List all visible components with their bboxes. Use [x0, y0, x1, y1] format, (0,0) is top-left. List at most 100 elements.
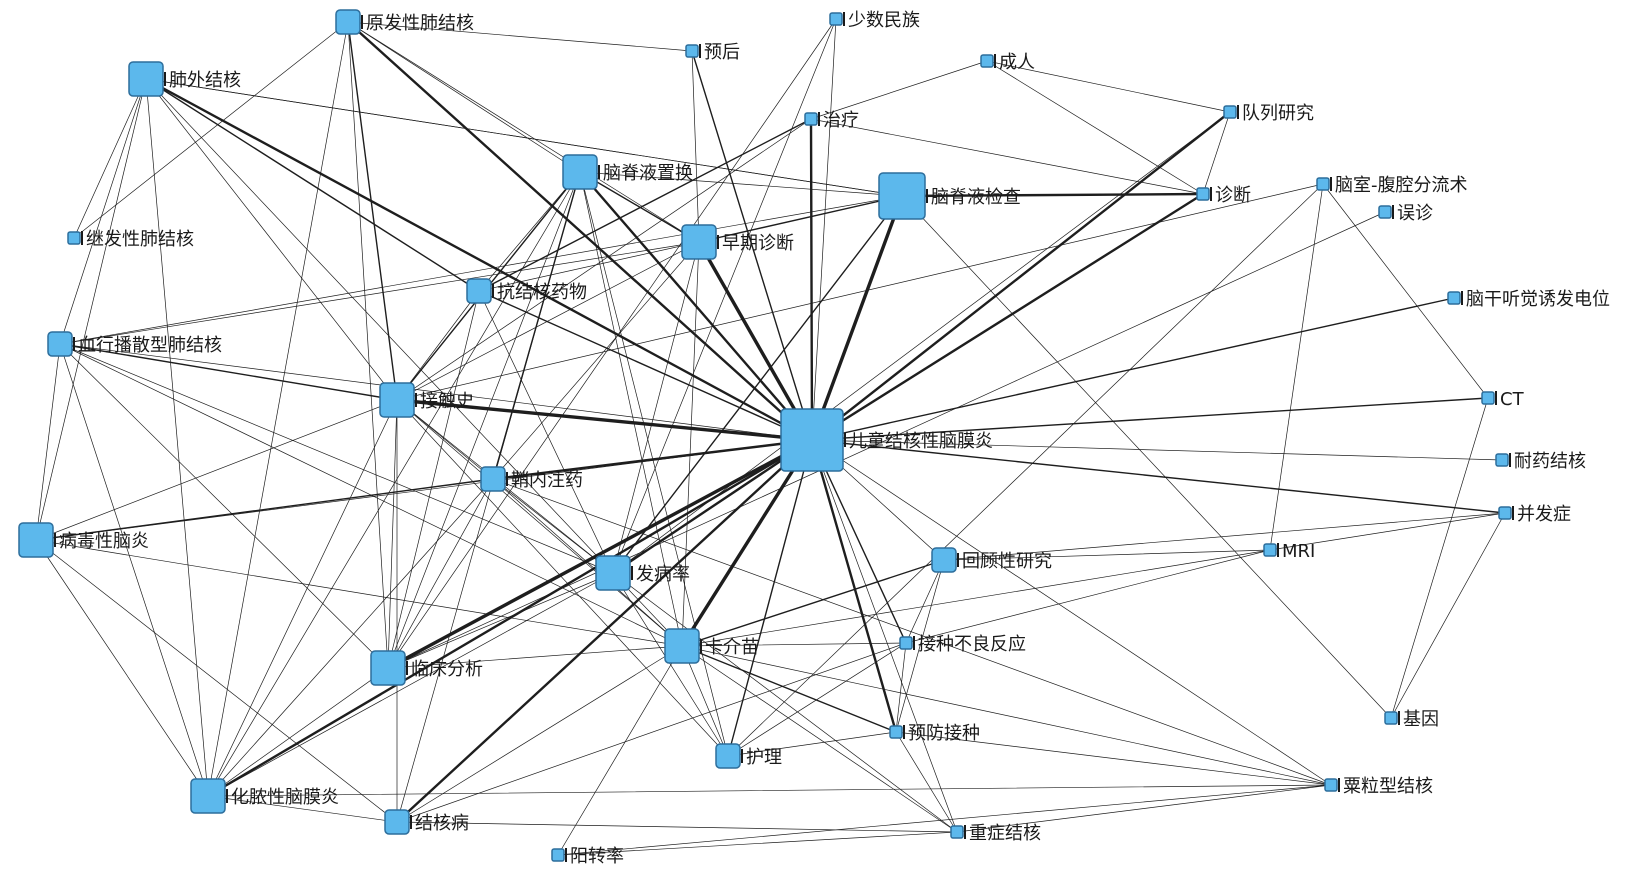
node-n25[interactable]: 脑室-腹腔分流术: [1316, 175, 1468, 196]
edge-n30-n32: [943, 512, 1506, 561]
node-box[interactable]: [1316, 177, 1330, 191]
edge-n4-n2: [347, 21, 581, 173]
node-n36[interactable]: 粟粒型结核: [1324, 776, 1433, 797]
node-box[interactable]: [889, 725, 903, 739]
node-box[interactable]: [384, 809, 410, 835]
node-box[interactable]: [1481, 391, 1495, 405]
edge-n3-n5: [73, 78, 147, 239]
node-box[interactable]: [931, 547, 957, 573]
node-box[interactable]: [1196, 187, 1210, 201]
edge-n25-n12: [396, 183, 1324, 401]
node-box[interactable]: [1384, 711, 1398, 725]
node-box[interactable]: [1498, 506, 1512, 520]
node-n21[interactable]: 治疗: [804, 110, 859, 131]
node-n13[interactable]: 鞘内注药: [480, 466, 583, 492]
node-box[interactable]: [804, 112, 818, 126]
node-box[interactable]: [681, 224, 717, 260]
edge-n7-n8: [35, 539, 209, 797]
node-n6[interactable]: 血行播散型肺结核: [47, 331, 222, 357]
node-box[interactable]: [128, 61, 164, 97]
node-label: 脑脊液置换: [603, 163, 693, 184]
edge-n22-n24: [986, 60, 1204, 195]
edge-n32-n34: [895, 559, 945, 733]
edge-n34-n36: [895, 731, 1332, 786]
node-n14[interactable]: 抗结核药物: [466, 278, 587, 304]
edge-n7-n13: [35, 478, 494, 541]
node-box[interactable]: [1263, 543, 1277, 557]
edge-n11-n12: [387, 399, 398, 669]
edge-n30-n35: [1390, 512, 1506, 719]
node-n32[interactable]: 回顾性研究: [931, 547, 1052, 573]
node-n8[interactable]: 化脓性脑膜炎: [190, 778, 339, 814]
node-box[interactable]: [551, 848, 565, 862]
node-box[interactable]: [562, 154, 598, 190]
node-n15[interactable]: 早期诊断: [681, 224, 794, 260]
node-n33[interactable]: 接种不良反应: [899, 634, 1026, 655]
node-box[interactable]: [335, 9, 361, 35]
node-n16[interactable]: 发病率: [595, 555, 690, 591]
node-n9[interactable]: 结核病: [384, 809, 469, 835]
node-box[interactable]: [466, 278, 492, 304]
node-box[interactable]: [950, 825, 964, 839]
edge-n18-n33: [727, 642, 907, 757]
edge-n33-n9: [396, 642, 907, 823]
node-n12[interactable]: 接触史: [379, 382, 474, 418]
node-box[interactable]: [1378, 205, 1392, 219]
node-n20[interactable]: 少数民族: [829, 10, 920, 31]
node-n17[interactable]: 卡介苗: [664, 628, 759, 664]
node-n2[interactable]: 脑脊液置换: [562, 154, 693, 190]
node-n37[interactable]: 重症结核: [950, 823, 1041, 844]
node-box[interactable]: [664, 628, 700, 664]
node-n0[interactable]: 儿童结核性脑膜炎: [780, 408, 993, 472]
node-box[interactable]: [980, 54, 994, 68]
edge-n3-n14: [145, 78, 480, 292]
node-box[interactable]: [1495, 453, 1509, 467]
node-n31[interactable]: MRI: [1263, 541, 1315, 562]
node-n4[interactable]: 原发性肺结核: [335, 9, 474, 35]
node-n10[interactable]: 阳转率: [551, 846, 624, 867]
node-n34[interactable]: 预防接种: [889, 723, 980, 744]
edge-n0-n4: [346, 20, 814, 442]
node-box[interactable]: [67, 231, 81, 245]
node-box[interactable]: [1223, 105, 1237, 119]
node-n30[interactable]: 并发症: [1498, 504, 1571, 525]
node-n5[interactable]: 继发性肺结核: [67, 229, 194, 250]
node-n3[interactable]: 肺外结核: [128, 61, 241, 97]
node-box[interactable]: [878, 172, 926, 220]
node-n22[interactable]: 成人: [980, 52, 1035, 73]
node-n1[interactable]: 脑脊液检查: [878, 172, 1021, 220]
edge-n1-n6: [59, 195, 903, 345]
node-label: 误诊: [1397, 203, 1433, 224]
node-n29[interactable]: 耐药结核: [1495, 451, 1586, 472]
node-label: 化脓性脑膜炎: [231, 787, 339, 808]
node-box[interactable]: [1447, 291, 1461, 305]
node-n24[interactable]: 诊断: [1196, 185, 1251, 206]
node-n27[interactable]: 脑干听觉诱发电位: [1447, 289, 1610, 310]
node-box[interactable]: [1324, 778, 1338, 792]
node-n23[interactable]: 队列研究: [1223, 103, 1314, 124]
edge-n8-n13: [207, 478, 494, 797]
node-n35[interactable]: 基因: [1384, 709, 1439, 730]
node-n11[interactable]: 临床分析: [370, 650, 483, 686]
node-box[interactable]: [480, 466, 506, 492]
node-n26[interactable]: 误诊: [1378, 203, 1433, 224]
node-box[interactable]: [899, 636, 913, 650]
node-box[interactable]: [190, 778, 226, 814]
node-box[interactable]: [829, 12, 843, 26]
node-box[interactable]: [370, 650, 406, 686]
edge-n14-n11: [387, 290, 480, 669]
node-n19[interactable]: 预后: [685, 42, 740, 63]
node-box[interactable]: [18, 522, 54, 558]
node-box[interactable]: [780, 408, 844, 472]
node-n7[interactable]: 病毒性脑炎: [18, 522, 149, 558]
edge-n20-n16: [612, 18, 837, 574]
edge-n8-n16: [207, 572, 614, 797]
edge-n0-n9: [395, 438, 814, 824]
node-n28[interactable]: CT: [1481, 389, 1525, 410]
node-box[interactable]: [595, 555, 631, 591]
node-box[interactable]: [47, 331, 73, 357]
node-box[interactable]: [685, 44, 699, 58]
node-n18[interactable]: 护理: [715, 743, 782, 769]
node-box[interactable]: [379, 382, 415, 418]
node-box[interactable]: [715, 743, 741, 769]
